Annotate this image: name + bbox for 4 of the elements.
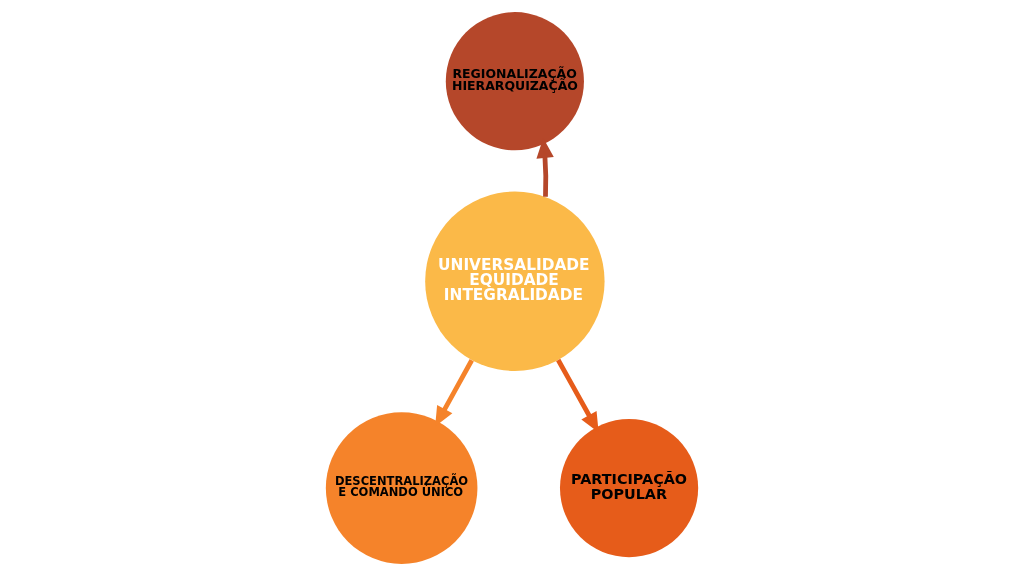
node-circle: REGIONALIZAÇÃO HIERARQUIZAÇÃO [445,12,584,151]
node-circle: UNIVERSALIDADE EQUIDADE INTEGRALIDADE [425,191,605,371]
node-circle: PARTICIPAÇÃO POPULAR [560,419,699,558]
node-circle: DESCENTRALIZAÇÃO E COMANDO ÚNICO [325,412,478,564]
